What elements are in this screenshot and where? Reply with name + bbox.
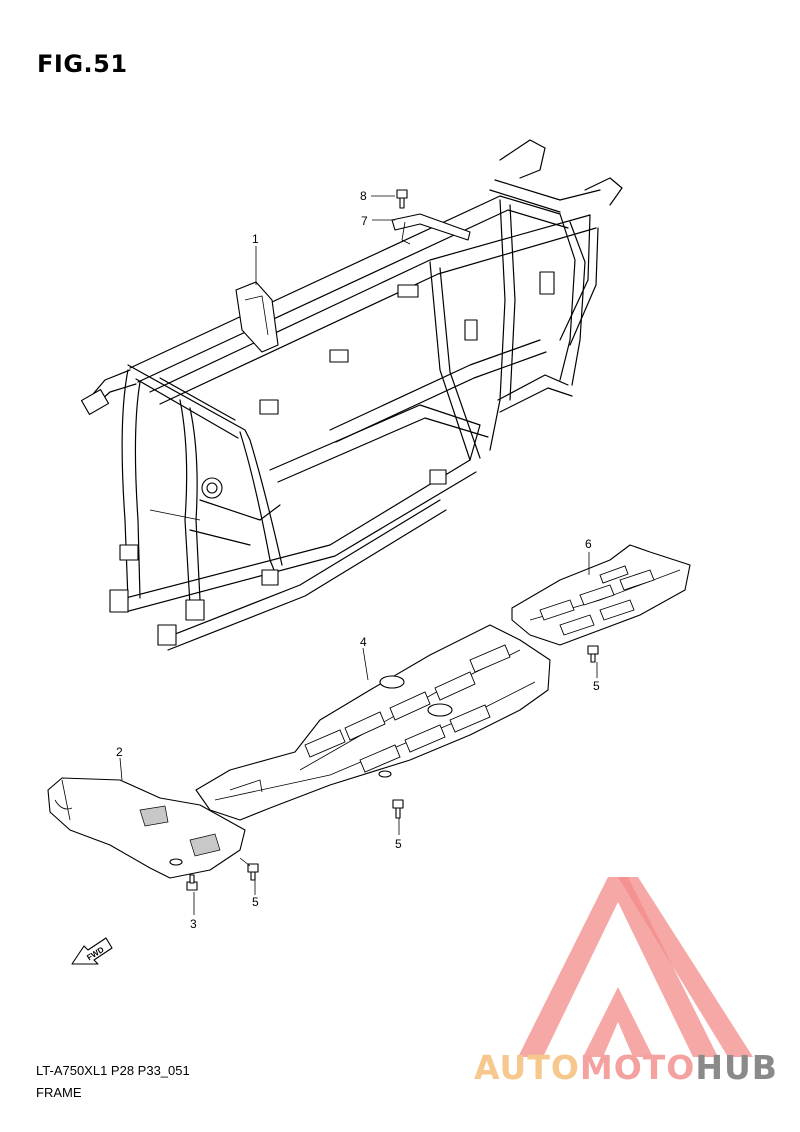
callout-2: 2 [116,745,123,759]
section-name: FRAME [36,1085,82,1100]
callout-4: 4 [360,635,367,649]
strap-part[interactable] [391,213,471,245]
triangle-logo-icon [518,877,753,1057]
watermark-text: AUTOMOTOHUB [474,1048,794,1087]
watermark-auto: AUTO [474,1048,580,1087]
middle-skid-plate-part[interactable] [195,624,551,821]
watermark-logo [518,877,753,1057]
callout-8: 8 [360,189,367,203]
callout-5-left: 5 [252,895,259,909]
watermark-moto: MOTO [579,1048,696,1087]
bolt-5-middle-part[interactable] [392,799,404,819]
front-skid-plate-part[interactable] [47,777,246,879]
bolt-5-right-part[interactable] [587,645,599,663]
bolt-8-part[interactable] [396,189,408,209]
callout-5-middle: 5 [395,837,402,851]
fwd-arrow-icon: FWD [71,937,113,965]
callout-1: 1 [252,232,259,246]
frame-main-part[interactable] [80,139,623,651]
figure-title: FIG.51 [37,50,128,78]
watermark-hub: HUB [695,1048,778,1087]
model-code: LT-A750XL1 P28 P33_051 [36,1063,190,1078]
callout-7: 7 [361,214,368,228]
callout-3: 3 [190,917,197,931]
bolt-5-left-part[interactable] [247,863,259,881]
callout-5-right: 5 [593,679,600,693]
bolt-3-part[interactable] [186,874,198,891]
rear-skid-plate-part[interactable] [511,544,691,646]
callout-6: 6 [585,537,592,551]
